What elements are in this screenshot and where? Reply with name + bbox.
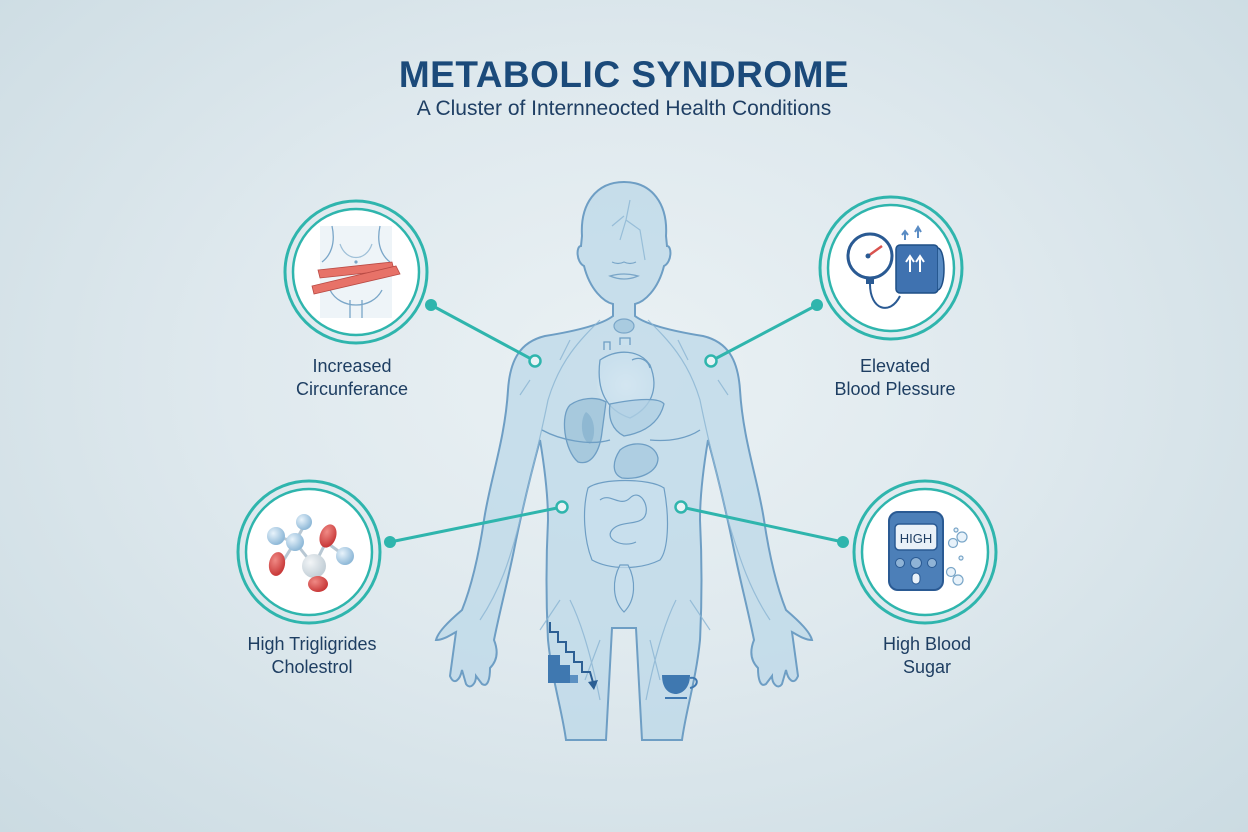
badge-increased-circumference — [283, 199, 429, 345]
connector-dots — [384, 299, 849, 548]
label-elevated-blood-pressure: Elevated Blood Plessure — [834, 356, 956, 399]
intestines-organ — [583, 479, 669, 613]
connectors — [389, 303, 844, 544]
label-high-triglycerides: High Trigligrides Cholestrol — [247, 634, 377, 677]
label-increased-circumference: Increased Circunferance — [295, 356, 409, 399]
descending-stairs-chart-icon — [548, 622, 598, 690]
molecule-icon — [267, 514, 354, 592]
measuring-tape-waist-icon — [311, 225, 401, 318]
badge-high-blood-sugar: HIGH — [852, 479, 998, 625]
body-anchor-rings — [528, 354, 718, 514]
blood-pressure-gauge-icon — [846, 225, 945, 309]
page-title: METABOLIC SYNDROME — [398, 54, 850, 95]
badge-high-triglycerides — [236, 479, 382, 625]
glucometer-readout: HIGH — [900, 531, 933, 546]
teacup-icon — [662, 675, 698, 699]
stomach-organ — [613, 443, 659, 479]
label-high-blood-sugar: High Blood Sugar — [882, 634, 972, 677]
page-subtitle: A Cluster of Internneocted Health Condit… — [416, 97, 832, 120]
badge-elevated-blood-pressure — [818, 195, 964, 341]
human-body-figure — [434, 180, 814, 741]
glucometer-icon: HIGH — [888, 511, 968, 591]
